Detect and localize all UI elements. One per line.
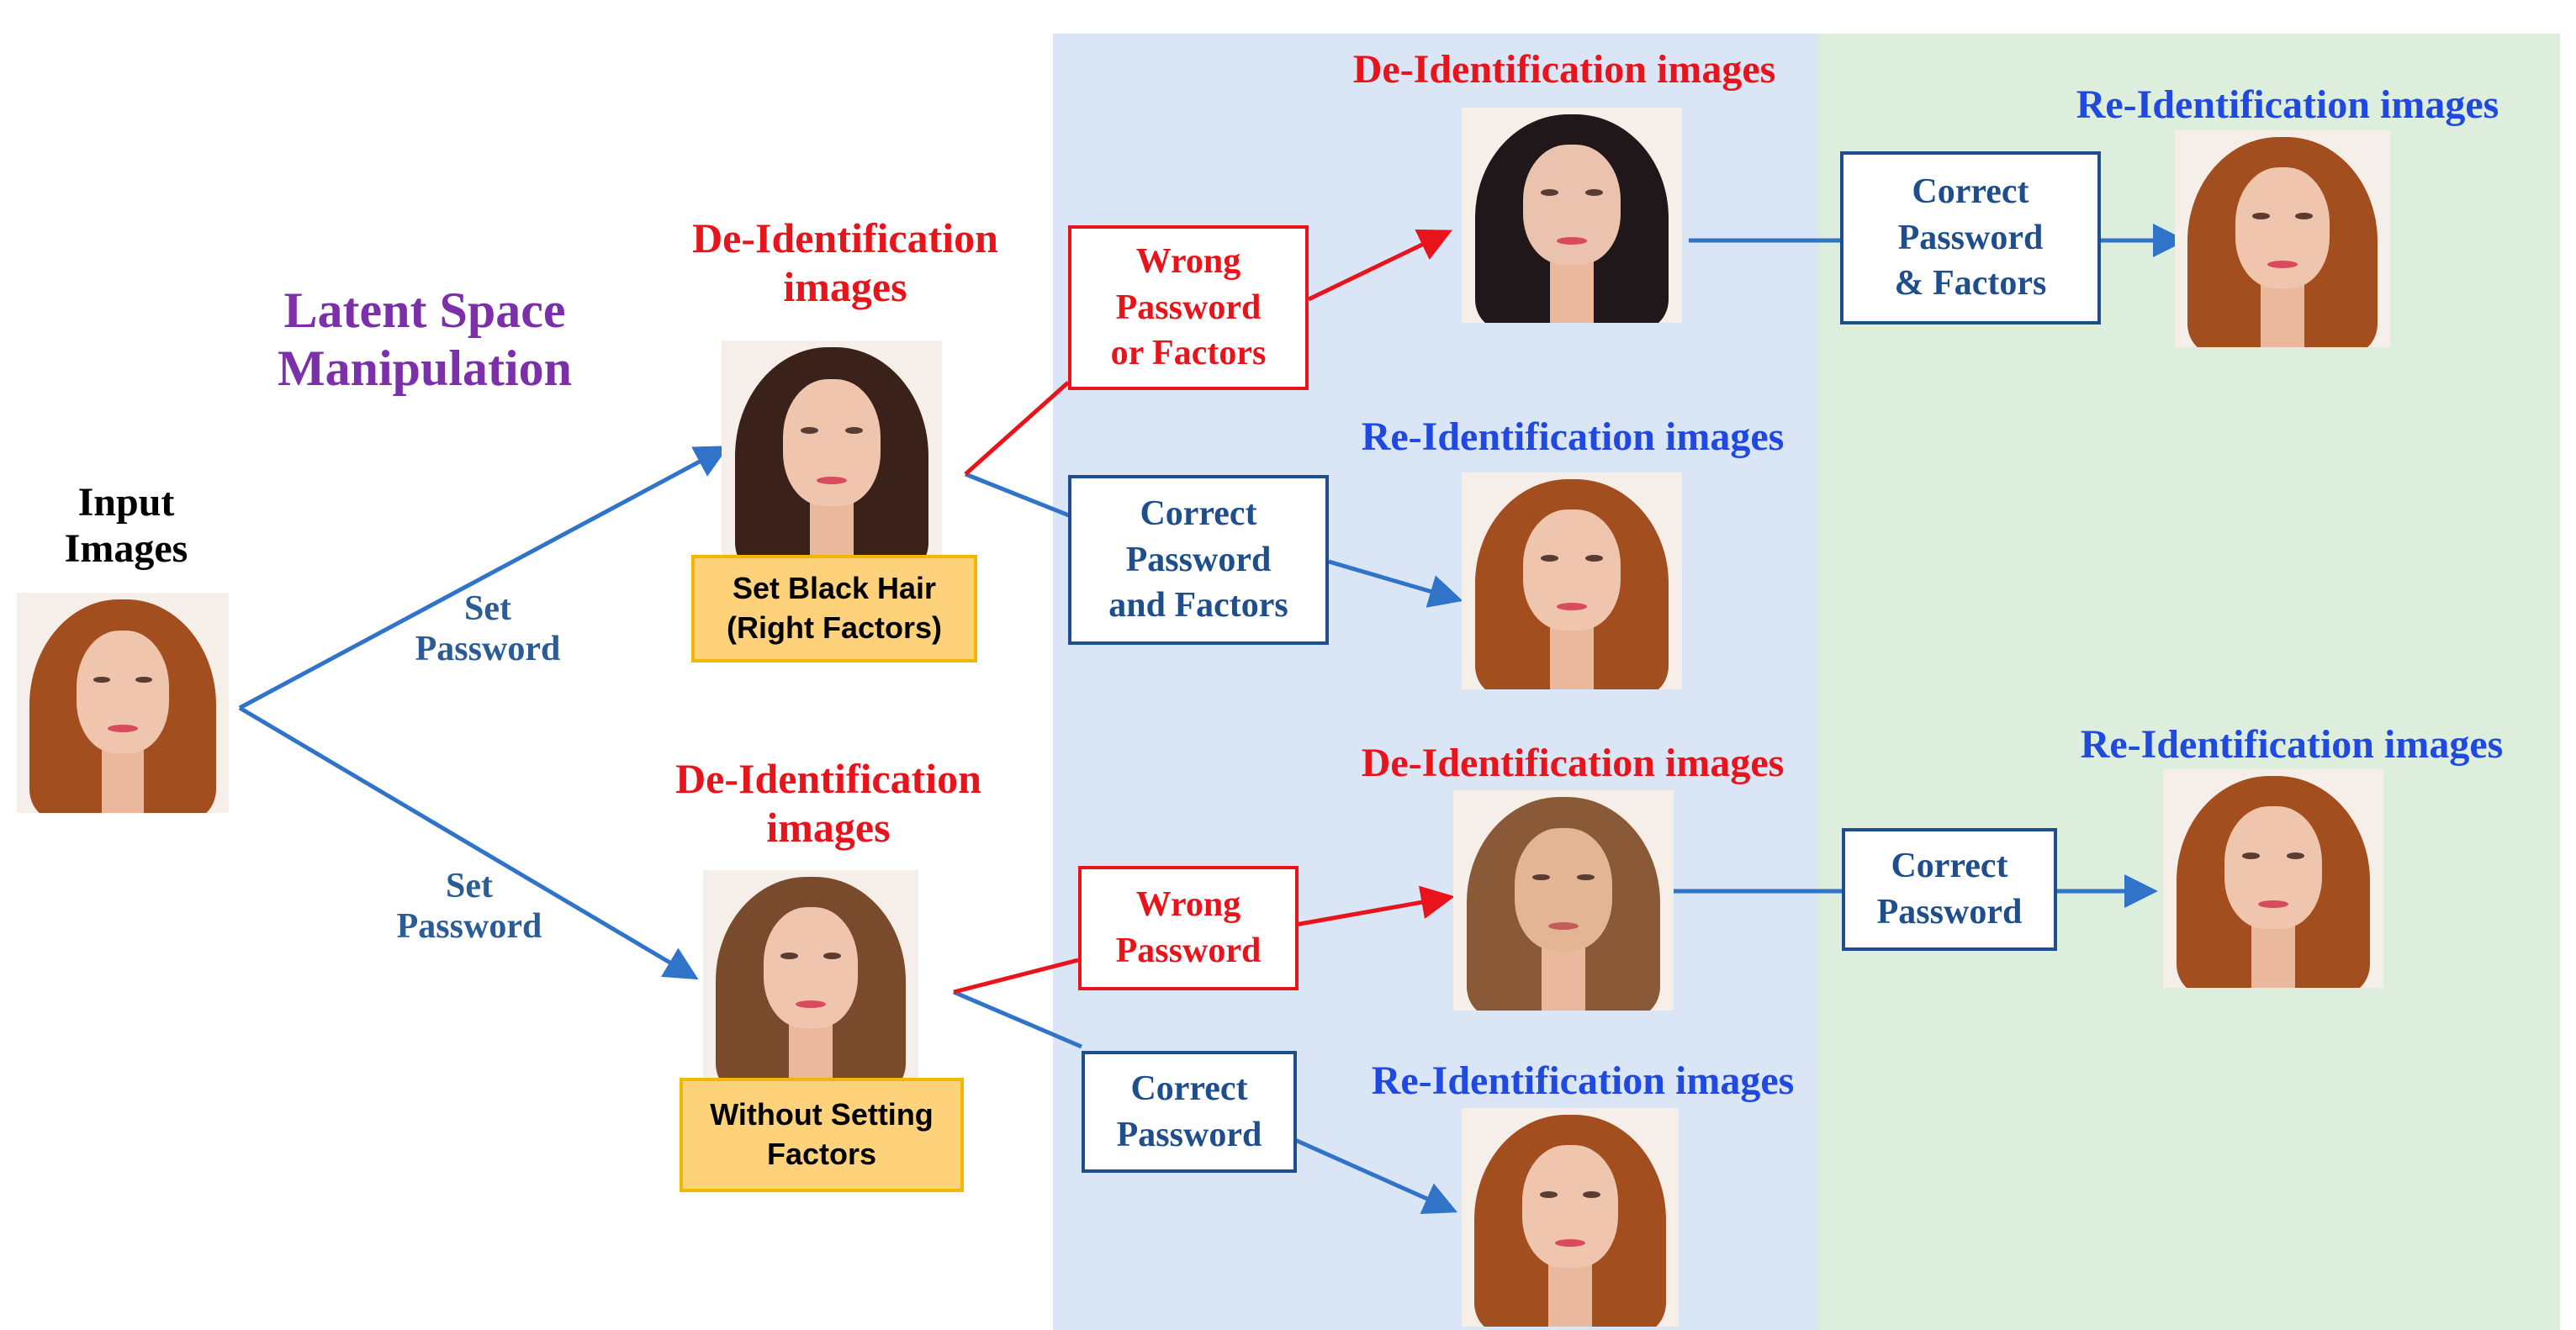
bottom-wrong-box: Wrong Password xyxy=(1078,866,1299,990)
input-face-image xyxy=(17,593,229,813)
bottom-correct-box: Correct Password xyxy=(1082,1051,1297,1173)
top-reid-label: Re-Identification images xyxy=(1361,414,1785,459)
arrow-top-correct-to-reid xyxy=(1328,559,1463,608)
bottom-factor-box: Without Setting Factors xyxy=(680,1078,964,1192)
input-images-label: Input Images xyxy=(64,480,188,572)
bottom-reid-label: Re-Identification images xyxy=(1371,1058,1795,1103)
bottom-deid-label: De-Identification images xyxy=(675,755,981,851)
top-deid2-label: De-Identification images xyxy=(1352,47,1776,92)
arrow-top-to-correct xyxy=(965,472,1074,520)
set-password-label-top: Set Password xyxy=(415,589,561,669)
top-reid-face-image xyxy=(1462,472,1682,689)
arrow-top-to-wrong xyxy=(964,381,1070,476)
bottom-deid2-label: De-Identification images xyxy=(1361,741,1785,785)
arrow-input-to-bottom-deid xyxy=(238,705,699,980)
arrow-bottom-correct-to-reid xyxy=(1293,1137,1458,1215)
bottom-correct2-box: Correct Password xyxy=(1842,828,2057,951)
bottom-deid2-face-image xyxy=(1453,790,1674,1011)
bottom-reid2-label: Re-Identification images xyxy=(2080,722,2504,767)
arrow-bottom-to-correct xyxy=(953,990,1082,1049)
top-correct-box: Correct Password and Factors xyxy=(1068,475,1329,645)
top-wrong-box: Wrong Password or Factors xyxy=(1068,225,1309,390)
bottom-reid-face-image xyxy=(1462,1108,1679,1327)
top-deid-face-image xyxy=(722,340,942,567)
arrow-input-to-top-deid xyxy=(238,446,729,710)
top-factor-box: Set Black Hair (Right Factors) xyxy=(691,555,977,662)
top-correct2-box: Correct Password & Factors xyxy=(1840,151,2101,325)
bottom-reid2-face-image xyxy=(2163,769,2383,988)
top-reid2-label: Re-Identification images xyxy=(2076,82,2499,127)
set-password-label-bottom: Set Password xyxy=(396,867,542,947)
top-deid2-face-image xyxy=(1462,108,1682,323)
arrow-bottom-to-wrong xyxy=(953,958,1079,995)
latent-space-manipulation-label: Latent Space Manipulation xyxy=(277,282,573,396)
top-deid-label: De-Identification images xyxy=(692,214,998,310)
top-reid2-face-image xyxy=(2175,130,2390,347)
arrow-top-wrong-to-deid2 xyxy=(1307,229,1453,302)
bottom-deid-face-image xyxy=(703,870,918,1087)
arrow-bottom-wrong-to-deid2 xyxy=(1294,885,1455,927)
